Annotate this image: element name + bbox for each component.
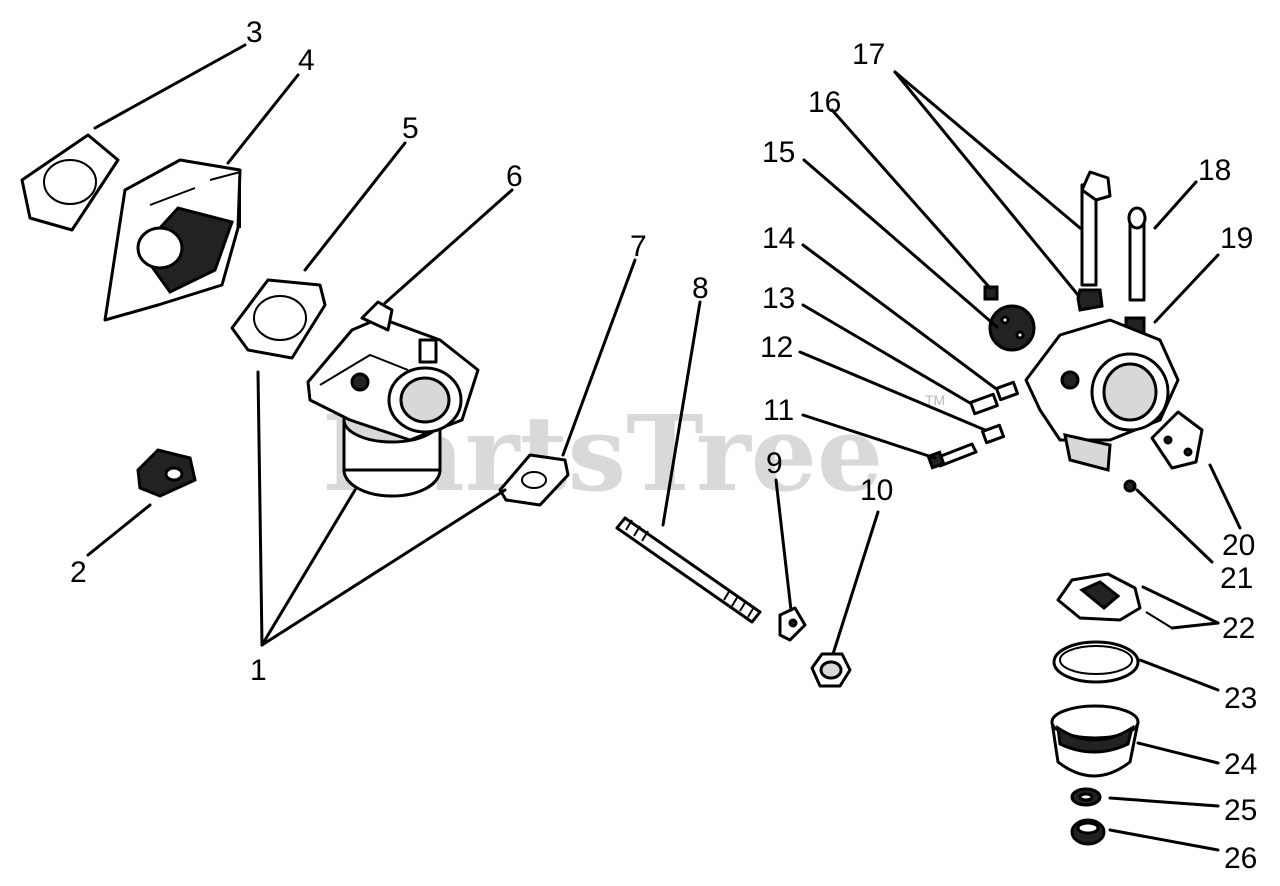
- leader-8: [661, 300, 702, 527]
- leader-21: [1135, 488, 1214, 564]
- leader-24: [1136, 741, 1220, 765]
- part-2-plug: [136, 448, 197, 498]
- leader-5: [303, 141, 407, 272]
- leader-2: [86, 503, 152, 557]
- leader-15: [802, 158, 999, 329]
- part-24-bowl: [1050, 704, 1140, 778]
- leader-7: [561, 258, 637, 457]
- part-12-spring: [980, 423, 1006, 445]
- part-25-washer: [1070, 787, 1102, 807]
- callout-22: 22: [1222, 612, 1255, 645]
- leader-23: [1138, 658, 1220, 692]
- leader-4: [226, 73, 300, 165]
- callout-18: 18: [1198, 154, 1231, 187]
- callout-20: 20: [1222, 529, 1255, 562]
- leader-17a: [893, 70, 1082, 230]
- leader-26: [1108, 828, 1220, 852]
- callout-14: 14: [762, 222, 795, 255]
- part-14-spring: [994, 380, 1020, 402]
- part-3-gasket: [20, 133, 120, 232]
- leader-16: [830, 108, 992, 290]
- callout-2: 2: [70, 556, 87, 589]
- part-26-bowl-nut: [1070, 818, 1106, 846]
- callout-3: 3: [246, 16, 263, 49]
- callout-17: 17: [852, 38, 885, 71]
- leader-22a: [1141, 585, 1220, 625]
- leader-22b: [1170, 621, 1220, 630]
- callout-24: 24: [1224, 748, 1257, 781]
- callout-10: 10: [860, 474, 893, 507]
- leader-25: [1108, 796, 1220, 808]
- part-10-nut: [810, 652, 852, 688]
- callout-7: 7: [630, 230, 647, 263]
- part-20-plate: [1150, 410, 1204, 470]
- part-21-ball: [1123, 479, 1137, 493]
- leader-3: [93, 43, 247, 130]
- part-11-screw: [926, 442, 978, 470]
- part-13-screw: [969, 392, 999, 416]
- leader-17b: [893, 70, 1080, 297]
- leader-20: [1208, 463, 1242, 530]
- part-8-bolt: [615, 516, 762, 624]
- part-1-carburetor: [306, 300, 480, 498]
- leader-1c: [260, 488, 507, 647]
- callout-16: 16: [808, 86, 841, 119]
- leader-1a: [256, 370, 264, 647]
- leader-19: [1153, 253, 1220, 324]
- leader-1b: [260, 488, 357, 647]
- callout-25: 25: [1224, 794, 1257, 827]
- leader-11: [801, 413, 937, 460]
- part-18-needle: [1127, 206, 1147, 302]
- callout-6: 6: [506, 160, 523, 193]
- callout-9: 9: [766, 447, 783, 480]
- part-23-oring: [1052, 640, 1140, 684]
- part-15-disc: [988, 304, 1036, 352]
- leader-13: [801, 303, 972, 405]
- leader-9: [774, 478, 793, 612]
- leader-lines: [86, 43, 1242, 852]
- leader-14: [801, 243, 997, 390]
- callout-19: 19: [1220, 222, 1253, 255]
- watermark-trademark: TM: [925, 392, 945, 408]
- callout-labels: 1 2 3 4 5 6 7 8 9 10 11 12 13 14 15 16 1…: [70, 16, 1257, 875]
- callout-23: 23: [1224, 682, 1257, 715]
- callout-26: 26: [1224, 842, 1257, 875]
- leader-6: [383, 188, 514, 305]
- part-17-pin: [1076, 170, 1112, 312]
- callout-4: 4: [298, 44, 315, 77]
- leader-12: [798, 350, 987, 432]
- callout-12: 12: [760, 331, 793, 364]
- leader-18: [1153, 180, 1198, 230]
- callout-1: 1: [250, 654, 267, 687]
- part-carburetor-body-right: [1024, 318, 1180, 472]
- leader-10: [831, 510, 880, 656]
- callout-11: 11: [763, 394, 794, 427]
- part-9-clip: [778, 606, 807, 642]
- callout-5: 5: [402, 112, 419, 145]
- part-5-gasket: [230, 278, 327, 360]
- callout-13: 13: [762, 282, 795, 315]
- part-7-gasket: [498, 453, 570, 507]
- part-4-plate: [103, 158, 242, 322]
- callout-21: 21: [1220, 562, 1253, 595]
- callout-8: 8: [692, 272, 709, 305]
- part-22-float: [1056, 572, 1173, 629]
- callout-15: 15: [762, 136, 795, 169]
